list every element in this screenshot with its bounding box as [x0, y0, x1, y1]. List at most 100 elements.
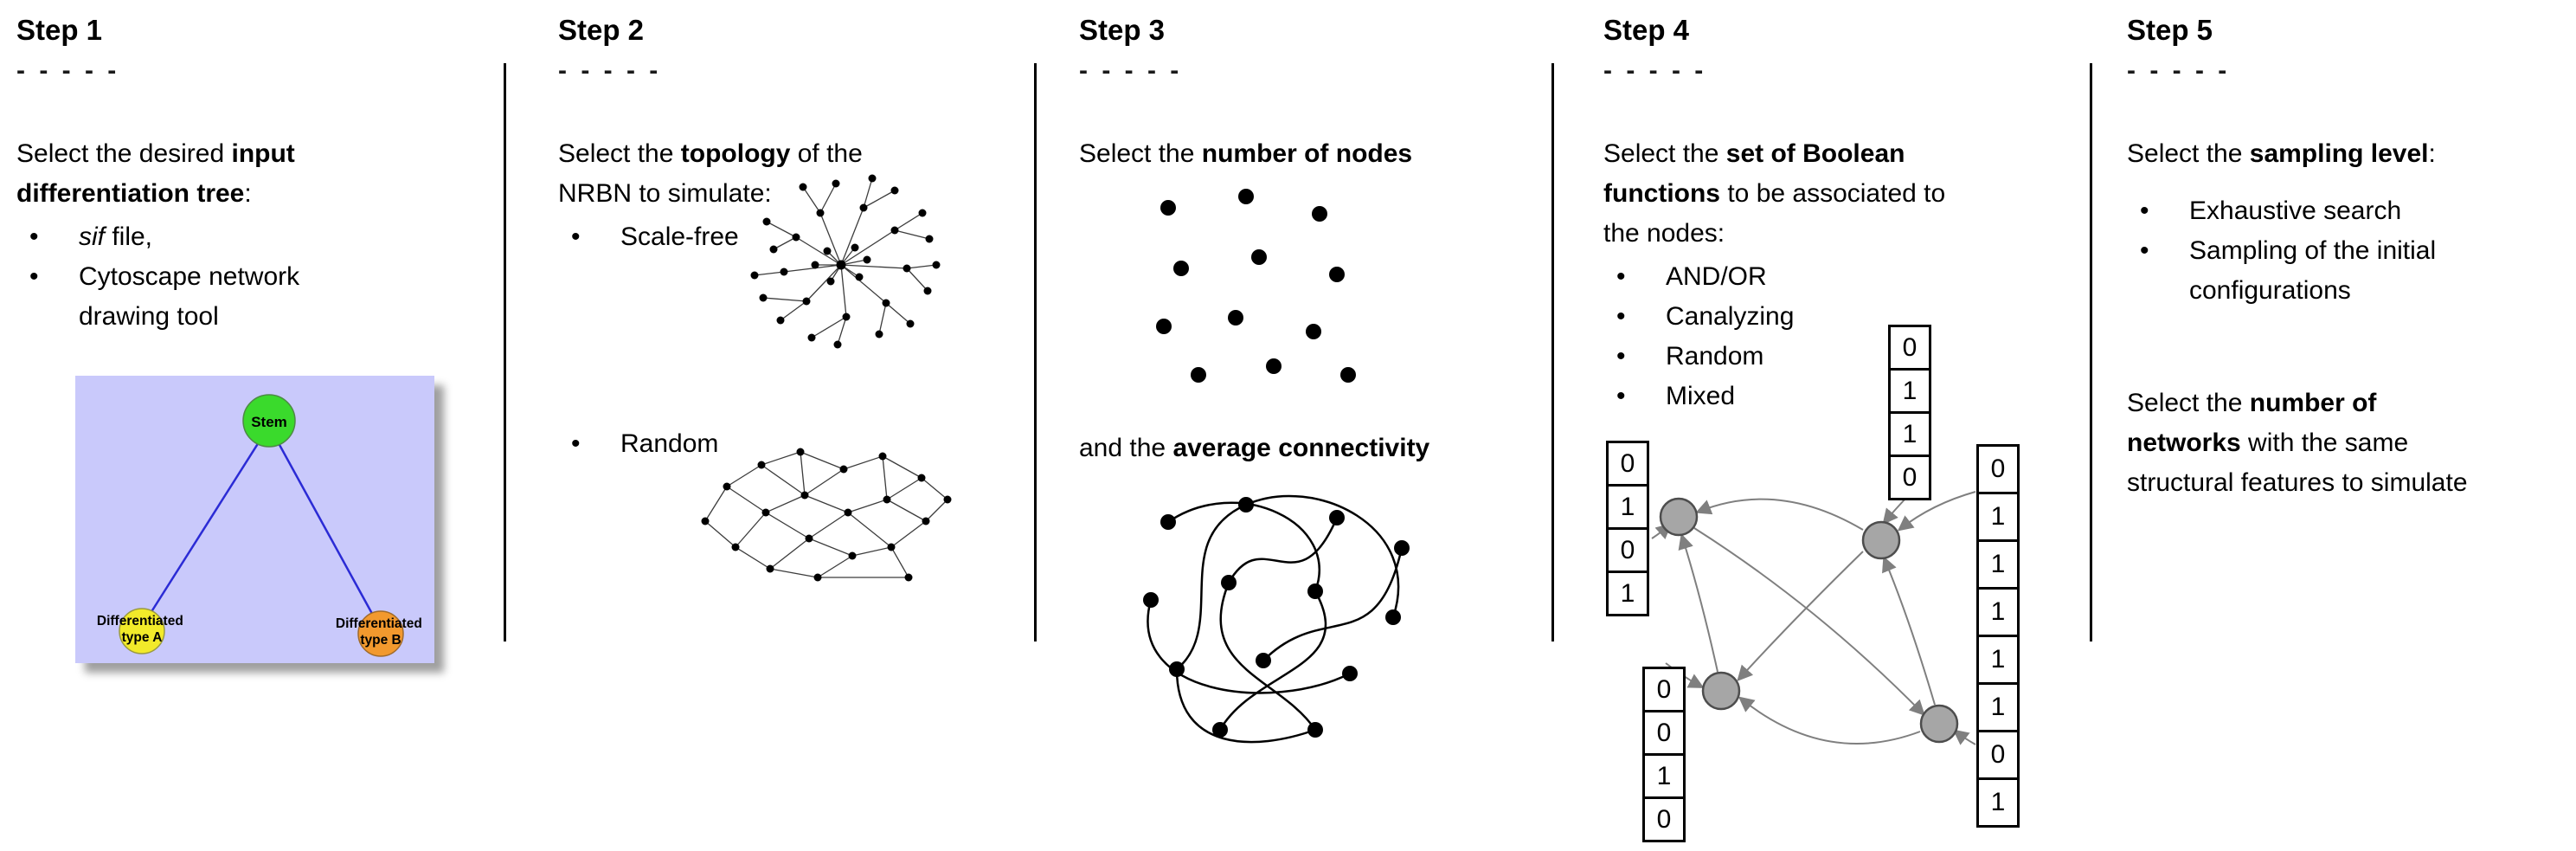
node-dots	[1143, 497, 1410, 738]
truth-table-left: 0 1 0 1	[1606, 441, 1649, 616]
truth-table-cell: 0	[1891, 327, 1929, 371]
tree-root-node	[242, 394, 296, 448]
truth-table-cell: 0	[1902, 462, 1918, 492]
network-node	[1919, 704, 1959, 744]
connectivity-network-graphic	[1143, 494, 1410, 744]
step-bullet-list: • AND/OR • Canalyzing • Random • Mixed	[1603, 257, 2084, 416]
column-divider-3	[1551, 63, 1554, 641]
step-title: Step 4	[1603, 14, 1690, 46]
step-bullet-list: • Scale-free	[558, 217, 1025, 257]
truth-table-cell: 0	[1645, 712, 1683, 756]
step-separator-dashes: - - - - -	[1603, 56, 1707, 85]
edge-lines	[754, 177, 937, 345]
truth-table-cell: 0	[1979, 732, 2017, 780]
differentiation-tree-panel: Stem Differentiated type A Differentiate…	[75, 376, 434, 663]
truth-table-cell: 1	[1645, 756, 1683, 799]
network-node	[1659, 497, 1699, 537]
step-separator-dashes: - - - - -	[2127, 56, 2231, 85]
differentiation-tree-graphic: Stem Differentiated type A Differentiate…	[75, 376, 434, 663]
tree-left-label: Differentiated type A	[97, 614, 187, 645]
random-network-graphic	[701, 448, 952, 582]
truth-table-cell: 1	[1979, 685, 2017, 732]
step-2-column: Step 2 - - - - - Select the topology of …	[558, 13, 1025, 257]
bullet-label: Random	[1666, 342, 1764, 371]
list-item: • Mixed	[1603, 377, 2084, 416]
bullet-label: AND/OR	[1666, 262, 1767, 291]
step-title: Step 2	[558, 14, 645, 46]
step-4-column: Step 4 - - - - - Select the set of Boole…	[1603, 13, 2084, 416]
step-separator-dashes: - - - - -	[558, 56, 662, 85]
truth-table-cell: 0	[1656, 804, 1672, 834]
truth-table-right: 0 1 1 1 1 1 0 1	[1976, 444, 2020, 828]
truth-table-cell: 1	[1609, 487, 1647, 530]
list-item: • AND/OR	[1603, 257, 2084, 297]
bullet-marker: •	[571, 222, 581, 251]
column-divider-2	[1034, 63, 1037, 641]
boolean-network-graphic	[1651, 491, 1976, 745]
list-item: • Random	[558, 424, 718, 464]
bullet-marker: •	[571, 429, 581, 458]
truth-table-cell: 1	[1979, 637, 2017, 685]
bullet-label: Random	[620, 429, 719, 458]
bullet-label: Mixed	[1666, 382, 1736, 410]
bullet-label: Exhaustive search	[2189, 197, 2402, 225]
step-title: Step 5	[2127, 14, 2213, 46]
step-bullet-list: • Exhaustive search • Sampling of the in…	[2127, 191, 2573, 311]
bullet-marker: •	[1616, 342, 1626, 371]
tree-right-label: Differentiated type B	[336, 616, 426, 648]
bullet-label: Scale-free	[620, 222, 739, 251]
node-dots	[750, 174, 941, 349]
step-3-second-text: and the average connectivity	[1079, 434, 1430, 462]
list-item: • Scale-free	[558, 217, 1025, 257]
bullet-marker: •	[29, 262, 39, 291]
list-item: • Canalyzing	[1603, 297, 2084, 337]
truth-table-cell: 1	[1990, 788, 2006, 816]
truth-table-cell: 1	[1979, 494, 2017, 542]
step-intro-text: Select the number of nodes	[1079, 139, 1413, 168]
truth-table-cell: 0	[1609, 530, 1647, 573]
bullet-label: sif file,	[79, 222, 153, 251]
nodes-scatter-graphic	[1156, 189, 1356, 383]
tree-edges	[140, 425, 382, 630]
edge-curves	[1147, 494, 1404, 744]
step-intro-text: Select the sampling level:	[2127, 139, 2436, 168]
tree-right-node	[357, 610, 404, 657]
bullet-label: Canalyzing	[1666, 302, 1795, 331]
tree-root-label: Stem	[251, 414, 287, 430]
network-nodes	[1659, 497, 1959, 744]
network-node	[1861, 520, 1901, 560]
column-divider-1	[504, 63, 506, 641]
list-item: • sif file,	[16, 217, 488, 257]
edge-lines	[704, 451, 948, 578]
node-dots	[701, 448, 952, 582]
truth-table-cell: 1	[1979, 590, 2017, 637]
bullet-marker: •	[29, 222, 39, 251]
scale-free-network-graphic	[750, 174, 941, 349]
list-item: • Exhaustive search	[2127, 191, 2573, 231]
truth-table-cell: 1	[1891, 414, 1929, 457]
step-separator-dashes: - - - - -	[1079, 56, 1183, 85]
step-5-column: Step 5 - - - - - Select the sampling lev…	[2127, 13, 2573, 311]
bullet-marker: •	[2140, 236, 2149, 265]
network-node	[1701, 671, 1741, 711]
truth-table-cell: 0	[1979, 447, 2017, 494]
bullet-marker: •	[1616, 302, 1626, 331]
step-1-column: Step 1 - - - - - Select the desired inpu…	[16, 13, 488, 337]
truth-table-cell: 0	[1645, 669, 1683, 712]
truth-table-cell: 0	[1609, 443, 1647, 487]
step-separator-dashes: - - - - -	[16, 56, 120, 85]
step-title: Step 3	[1079, 14, 1166, 46]
tree-left-node	[119, 608, 165, 654]
step-3-column: Step 3 - - - - - Select the number of no…	[1079, 13, 1564, 174]
truth-table-top: 0 1 1 0	[1888, 325, 1931, 500]
step-title: Step 1	[16, 14, 103, 46]
